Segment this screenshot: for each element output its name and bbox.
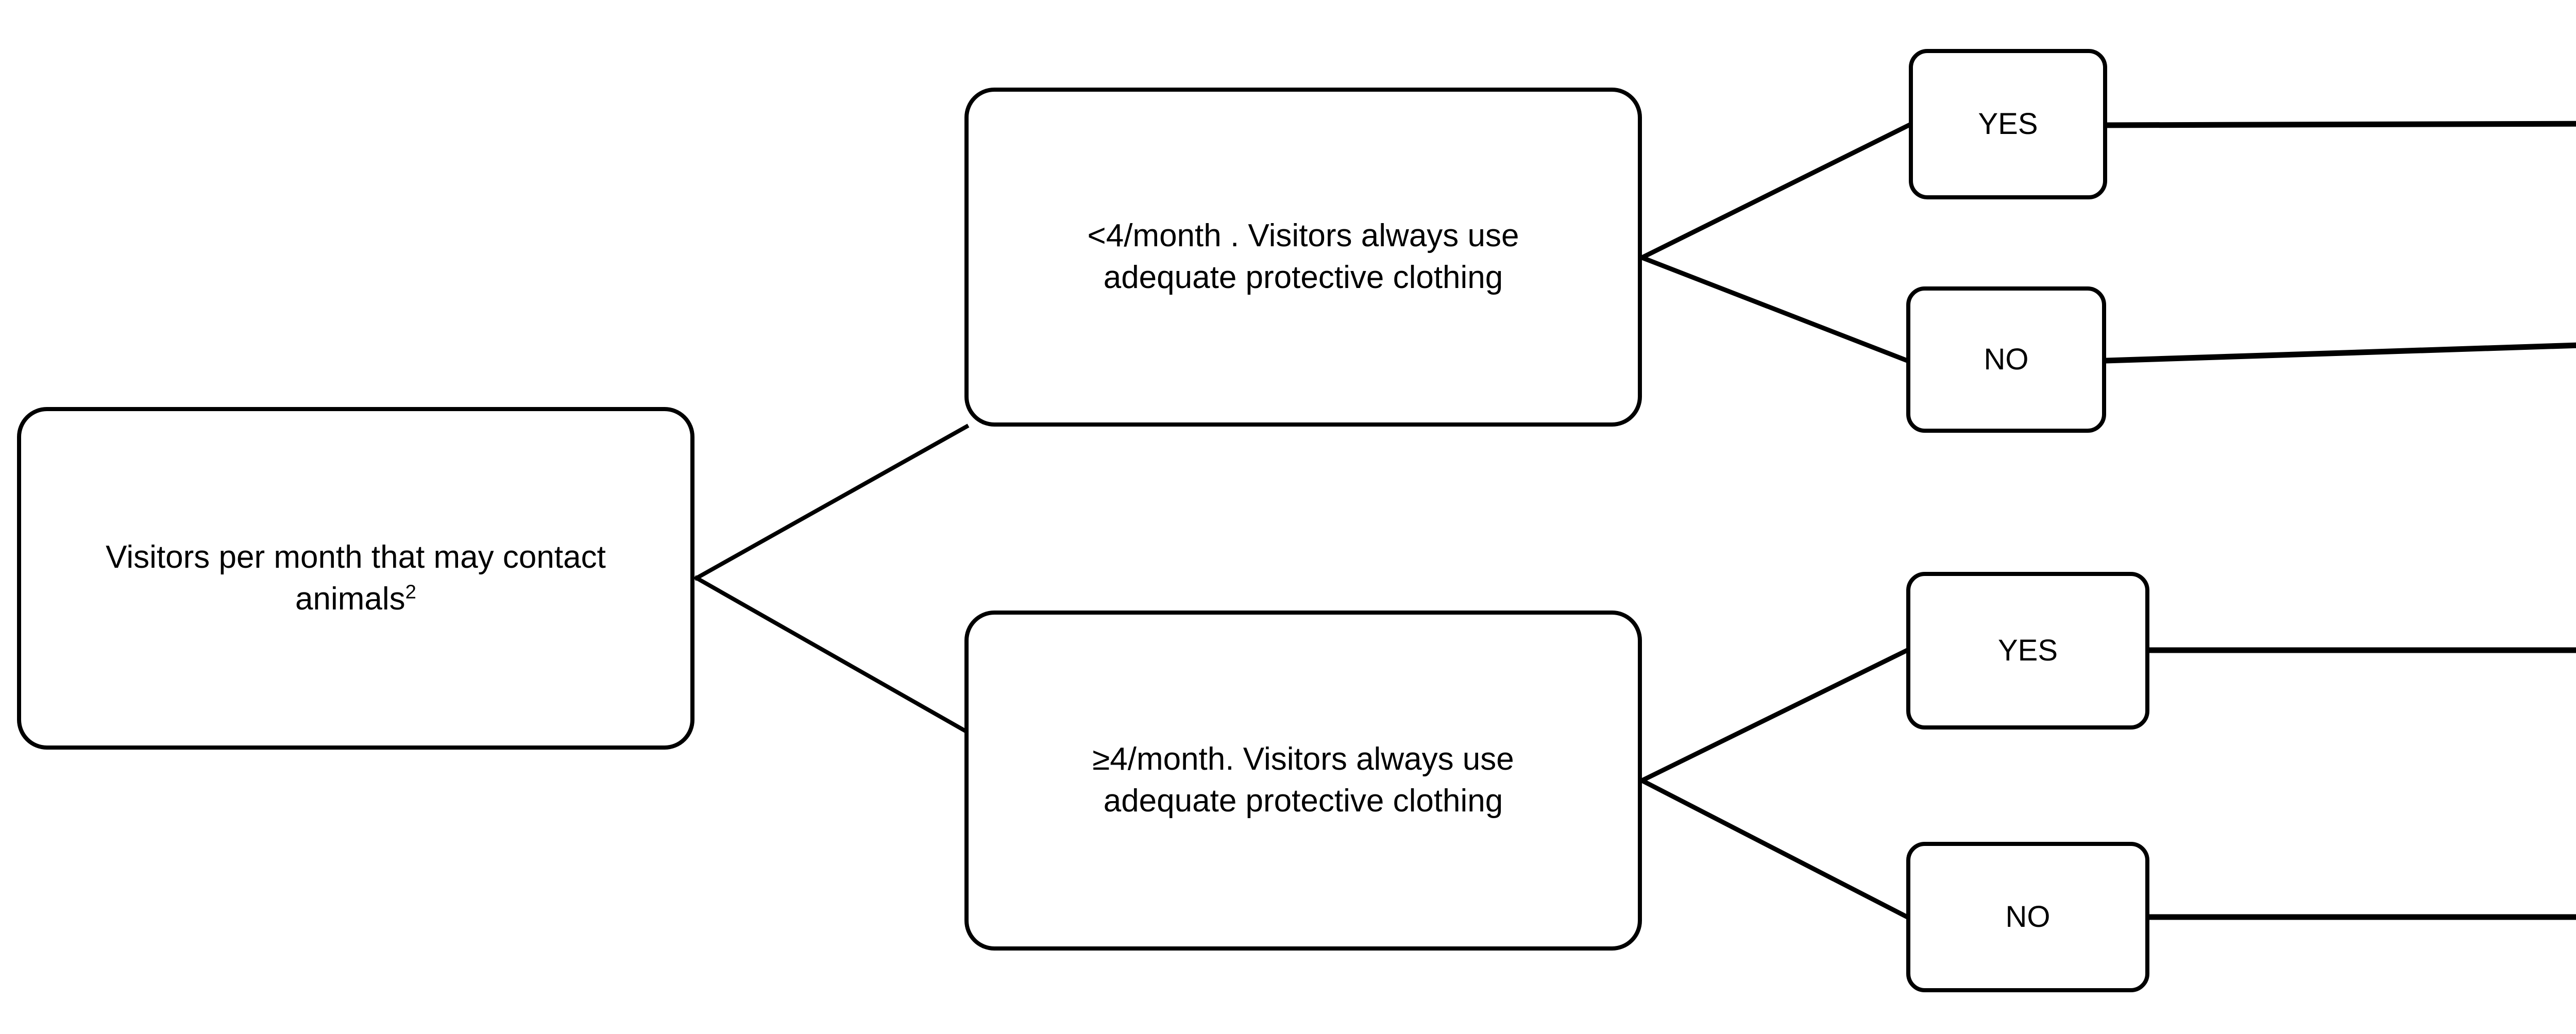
answer-node-yes-1[interactable]: YES [1909,49,2107,199]
branch-node-ge4-label-line2: adequate protective clothing [1103,783,1503,819]
branch-node-lt4-label-line2: adequate protective clothing [1103,260,1503,295]
branch-node-lt4[interactable]: <4/month . Visitors always use adequate p… [964,88,1642,427]
root-node-label-line1: Visitors per month that may contact [106,539,606,575]
root-node[interactable]: Visitors per month that may contact anima… [17,407,694,750]
edge-root-to-branch-ge4 [693,575,970,735]
answer-node-no-2-label: NO [2005,900,2050,934]
root-node-label: Visitors per month that may contact anima… [88,537,623,620]
edge-root-to-branch-lt4 [693,423,970,581]
edge-yes1-to-e1 [2103,121,2576,128]
branch-node-ge4-label: ≥4/month. Visitors always use adequate pr… [1075,739,1532,822]
edge-branch-ge4-to-no2 [1638,777,1911,921]
branch-node-lt4-label-line1: <4/month . Visitors always use [1087,218,1519,254]
branch-node-ge4[interactable]: ≥4/month. Visitors always use adequate pr… [964,611,1642,951]
edge-branch-lt4-to-yes1 [1638,122,1912,261]
answer-node-no-2[interactable]: NO [1906,842,2149,992]
edge-branch-ge4-to-yes2 [1638,647,1911,784]
branch-node-lt4-label: <4/month . Visitors always use adequate p… [1070,215,1537,298]
root-node-label-line2: animals [295,581,405,617]
branch-node-ge4-label-line1: ≥4/month. Visitors always use [1092,741,1514,777]
answer-node-yes-2[interactable]: YES [1906,572,2149,730]
answer-node-yes-1-label: YES [1978,107,2038,141]
answer-node-no-1[interactable]: NO [1906,286,2106,433]
answer-node-no-1-label: NO [1984,343,2029,377]
edge-no1-to-e2 [2103,342,2576,364]
edge-branch-lt4-to-no1 [1639,255,1910,364]
answer-node-yes-2-label: YES [1997,634,2058,668]
root-node-label-superscript: 2 [405,580,416,603]
